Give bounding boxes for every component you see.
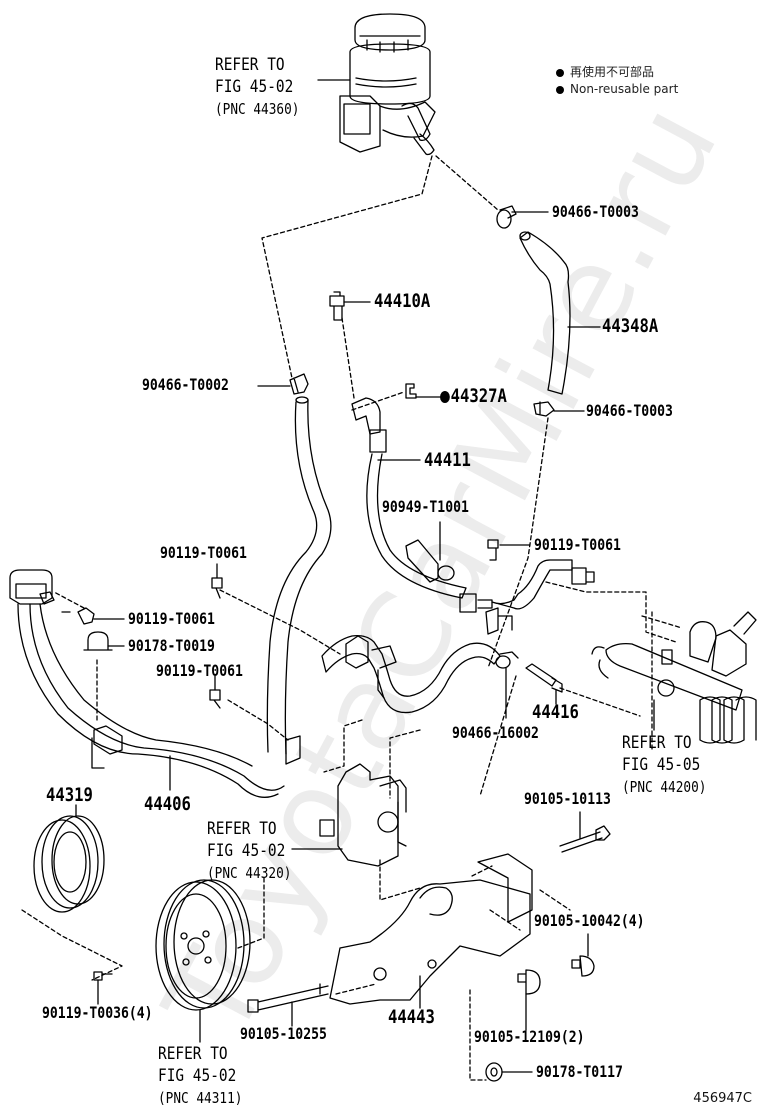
union-fitting[interactable] [525,663,563,693]
bolt-left-mid[interactable] [61,607,95,625]
reference-line2: FIG 45-02 [207,841,286,861]
bracket[interactable] [329,853,533,1005]
part-label-return-tube[interactable]: 44406 [144,793,191,815]
reference-line2: FIG 45-02 [215,77,294,97]
part-label-union-bolt[interactable]: 44410A [374,290,431,312]
part-label-bracket-bolt[interactable]: 90105-10113 [524,789,611,808]
reference-line1: REFER TO [207,819,277,839]
legend-item: 再使用不可部品 [556,64,678,81]
clamp-hose[interactable] [495,651,519,669]
pulley-bolt[interactable] [93,971,113,981]
suction-hose[interactable] [321,634,501,714]
part-label-pulley-bolt-4[interactable]: 90119-T0036(4) [42,1003,153,1022]
reservoir-tank[interactable] [339,13,436,156]
bracket-nut[interactable] [485,1062,503,1082]
part-label-bracket-bolt-2[interactable]: 90105-12109(2) [474,1027,585,1046]
legend: 再使用不可部品 Non-reusable part [556,64,678,98]
reference-line2: FIG 45-02 [158,1066,237,1086]
part-label-union-fitting[interactable]: 44416 [532,701,579,723]
filled-dot-icon [556,68,564,77]
part-label-long-bolt[interactable]: 90105-10255 [240,1024,327,1043]
reservoir-reference[interactable]: REFER TO FIG 45-02 (PNC 44360) [215,54,299,120]
part-label-clamp-holder[interactable]: 90949-T1001 [382,497,469,516]
legend-text: Non-reusable part [570,82,679,96]
reference-pnc: (PNC 44200) [622,778,707,796]
clamp-left[interactable] [289,373,309,395]
power-steering-pump[interactable] [319,763,407,867]
union-bolt[interactable] [329,291,345,321]
steering-gear[interactable] [591,611,757,744]
part-label-pressure-tube[interactable]: 44411 [424,449,471,471]
legend-text: 再使用不可部品 [570,65,655,79]
pulley-small[interactable] [33,815,105,913]
bracket-bolt-4[interactable] [571,955,595,977]
non-reusable-dot-icon [440,391,450,403]
dashed-guides [21,155,683,1081]
clamp-holder[interactable] [405,539,455,583]
part-label-bolt-left-top[interactable]: 90119-T0061 [160,543,247,562]
part-label-clamp-left[interactable]: 90466-T0002 [142,375,229,394]
nut-left[interactable] [83,631,113,651]
reference-line1: REFER TO [215,55,285,75]
reference-line1: REFER TO [622,733,692,753]
long-bolt[interactable] [247,983,329,1013]
filled-dot-icon [556,85,564,94]
pump-reference[interactable]: REFER TO FIG 45-02 (PNC 44320) [207,818,291,884]
part-label-nut-left[interactable]: 90178-T0019 [128,636,215,655]
bracket-bolt-2[interactable] [517,969,541,995]
bracket-bolt[interactable] [559,825,611,853]
gasket[interactable] [405,383,417,399]
pulley-large[interactable] [155,879,251,1011]
reference-line2: FIG 45-05 [622,755,701,775]
clamp-top[interactable] [496,205,517,229]
figure-id: 456947C [693,1091,752,1106]
part-label-gasket[interactable]: 44327A [440,387,507,406]
part-label-clamp-top[interactable]: 90466-T0003 [552,202,639,221]
part-label-pulley-small[interactable]: 44319 [46,784,93,806]
part-label-bolt-center-right[interactable]: 90119-T0061 [534,535,621,554]
part-label-bolt-left-mid[interactable]: 90119-T0061 [128,609,215,628]
part-label-clamp-right[interactable]: 90466-T0003 [586,401,673,420]
pressure-tube[interactable] [351,397,595,635]
part-label-return-hose[interactable]: 44348A [602,315,659,337]
clamp-right[interactable] [533,401,555,417]
part-number: 44327A [450,385,507,407]
bolt-left-top[interactable] [211,577,223,599]
part-label-bracket[interactable]: 44443 [388,1006,435,1028]
part-label-bolt-left-low[interactable]: 90119-T0061 [156,661,243,680]
part-label-bracket-bolt-4[interactable]: 90105-10042(4) [534,911,645,930]
pulley-reference[interactable]: REFER TO FIG 45-02 (PNC 44311) [158,1043,242,1109]
reference-pnc: (PNC 44360) [215,100,300,118]
legend-item: Non-reusable part [556,81,678,98]
return-tube[interactable] [9,396,332,798]
reference-line1: REFER TO [158,1044,228,1064]
return-hose[interactable] [519,231,571,395]
gear-reference[interactable]: REFER TO FIG 45-05 (PNC 44200) [622,732,706,798]
bolt-center-right[interactable] [487,539,499,561]
reference-pnc: (PNC 44311) [158,1089,243,1107]
part-label-clamp-hose[interactable]: 90466-16002 [452,723,539,742]
part-label-bracket-nut[interactable]: 90178-T0117 [536,1062,623,1081]
reference-pnc: (PNC 44320) [207,864,292,882]
bolt-left-low[interactable] [209,689,221,709]
